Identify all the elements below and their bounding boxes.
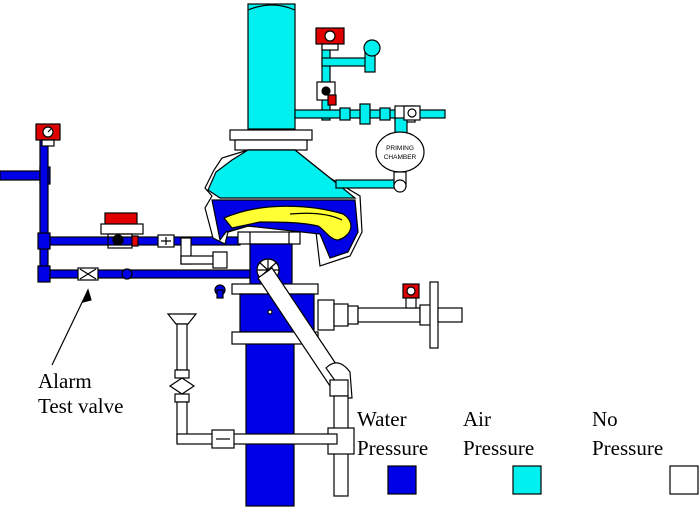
alarm-switch-assembly [100, 212, 144, 249]
pressure-switch-right [402, 283, 420, 309]
legend-air-line2: Pressure [463, 436, 535, 460]
priming-chamber-label-1: PRIMING [386, 145, 414, 152]
alarm-test-valve-body [77, 267, 99, 281]
air-trim-ball [363, 39, 381, 57]
air-gauge-top [315, 27, 345, 51]
funnel-drain [166, 313, 338, 449]
small-blue-plug [214, 284, 226, 299]
main-drain-pipe [257, 267, 355, 497]
callout-arrow [51, 288, 92, 366]
callout-label-line1: Alarm [38, 369, 92, 393]
legend-air-line1: Air [463, 407, 491, 431]
callout-label-line2: Test valve [38, 394, 124, 418]
priming-chamber [375, 131, 425, 193]
air-valve-small [316, 81, 337, 106]
alarm-drain-pipe [157, 234, 228, 269]
legend-water-line2: Pressure [357, 436, 429, 460]
lower-riser [245, 243, 295, 507]
priming-chamber-label-2: CHAMBER [384, 154, 417, 161]
legend-water-line1: Water [357, 407, 407, 431]
legend-swatch-none [669, 465, 699, 495]
pressure-switch-left [35, 123, 61, 147]
air-check-valve [339, 105, 421, 121]
riser-pipe [229, 3, 313, 151]
legend-swatch-air [512, 465, 542, 495]
main-control-valve [317, 281, 463, 349]
air-trim [294, 43, 446, 189]
legend-swatches [387, 465, 699, 495]
valve-body [204, 149, 363, 267]
legend-swatch-water [387, 465, 417, 495]
valve-seat [237, 231, 301, 245]
legend-none-line2: Pressure [592, 436, 664, 460]
legend-none-line1: No [592, 407, 618, 431]
